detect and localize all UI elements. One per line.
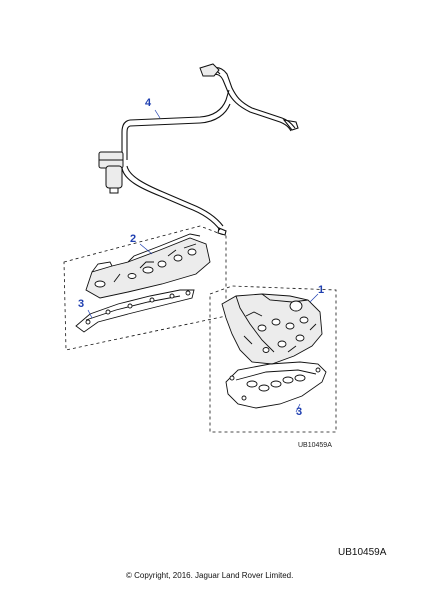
left-assembly-box <box>63 225 227 351</box>
left-valve-cover <box>85 233 211 299</box>
callout-3-left: 3 <box>78 298 85 310</box>
right-gasket <box>225 361 327 409</box>
callout-3-right: 3 <box>296 406 303 418</box>
copyright-notice: © Copyright, 2016. Jaguar Land Rover Lim… <box>126 571 294 580</box>
left-gasket <box>75 289 195 333</box>
callout-1: 1 <box>318 284 325 296</box>
diagram-ref: UB10459A <box>338 547 387 558</box>
breather-hose <box>121 67 299 236</box>
diagram-ref-small: UB10459A <box>298 442 332 449</box>
right-assembly-box <box>209 285 337 433</box>
callout-2: 2 <box>130 233 137 245</box>
callout-4: 4 <box>145 97 152 109</box>
hose-top-fitting <box>199 63 220 77</box>
leader-lines <box>87 109 319 413</box>
oil-separator-canister <box>98 151 124 194</box>
right-valve-cover <box>221 293 323 365</box>
